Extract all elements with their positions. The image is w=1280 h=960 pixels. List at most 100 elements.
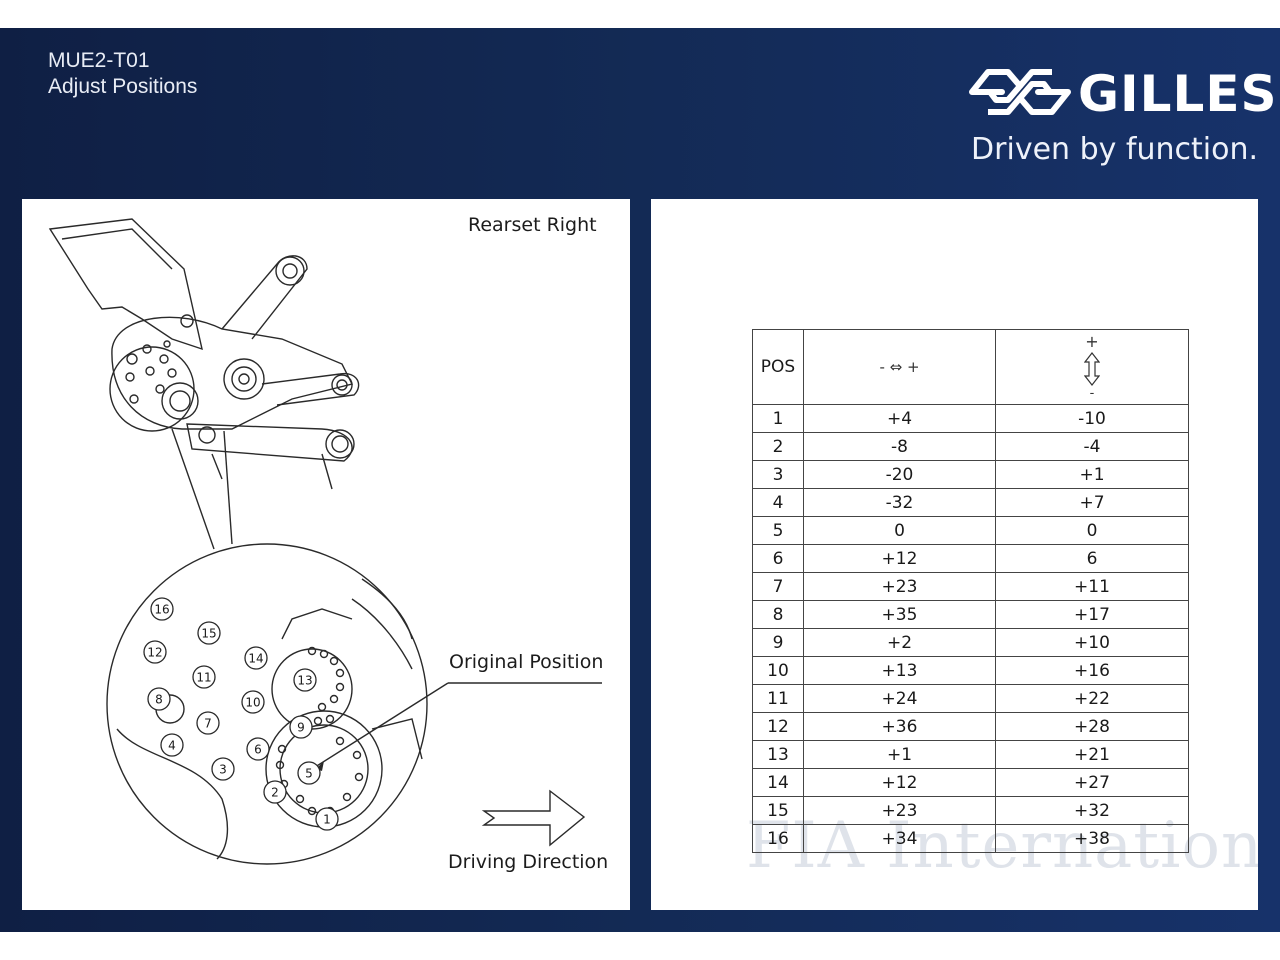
position-marker [143,640,167,664]
positions-table-panel: FIA International POS - ⇔ + + - [651,199,1258,910]
header-horizontal: - ⇔ + [803,329,996,405]
cell-horizontal: +2 [803,628,996,657]
cell-vertical: -10 [995,404,1189,433]
position-marker [147,687,171,711]
cell-vertical: +1 [995,460,1189,489]
cell-vertical: +22 [995,684,1189,713]
cell-vertical: +11 [995,572,1189,601]
position-marker [297,761,321,785]
cell-pos: 3 [752,460,804,489]
document-sheet: MUE2-T01 Adjust Positions GILLES Driven … [0,28,1280,932]
cell-horizontal: +24 [803,684,996,713]
cell-horizontal: 0 [803,516,996,545]
cell-pos: 15 [752,796,804,825]
cell-vertical: +28 [995,712,1189,741]
header-vertical: + - [995,329,1189,405]
position-number: 2 [271,786,279,800]
cell-horizontal: +12 [803,544,996,573]
cell-horizontal: +23 [803,572,996,601]
cell-horizontal: -20 [803,460,996,489]
cell-pos: 11 [752,684,804,713]
table-row: 14+12+27 [752,768,1189,797]
cell-vertical: +32 [995,796,1189,825]
table-row: 7+23+11 [752,572,1189,601]
cell-pos: 1 [752,404,804,433]
table-row: 1+4-10 [752,404,1189,433]
doc-code: MUE2-T01 [48,49,150,72]
cell-vertical: +10 [995,628,1189,657]
position-number: 16 [154,603,169,617]
cell-pos: 12 [752,712,804,741]
position-number: 9 [297,721,305,735]
position-number: 13 [297,674,312,688]
cell-horizontal: +23 [803,796,996,825]
cell-vertical: 0 [995,516,1189,545]
cell-vertical: +38 [995,824,1189,853]
rearset-diagram-panel: Rearset Right [22,199,630,910]
table-row: 8+35+17 [752,600,1189,629]
position-marker [196,711,220,735]
original-position-label: Original Position [449,651,604,673]
table-header-row: POS - ⇔ + + - [752,329,1189,405]
cell-horizontal: +4 [803,404,996,433]
cell-pos: 13 [752,740,804,769]
table-row: 10+13+16 [752,656,1189,685]
cell-pos: 16 [752,824,804,853]
position-number: 5 [305,767,313,781]
cell-pos: 5 [752,516,804,545]
cell-horizontal: +1 [803,740,996,769]
position-number: 14 [248,652,263,666]
cell-horizontal: +35 [803,600,996,629]
cell-pos: 6 [752,544,804,573]
position-marker [160,733,184,757]
position-number: 3 [219,763,227,777]
position-number: 1 [323,813,331,827]
table-row: 16+34+38 [752,824,1189,853]
position-marker [293,668,317,692]
cell-horizontal: +13 [803,656,996,685]
table-row: 2-8-4 [752,432,1189,461]
brand-block: GILLES Driven by function. [968,62,1277,172]
table-row: 9+2+10 [752,628,1189,657]
position-marker [197,621,221,645]
cell-pos: 7 [752,572,804,601]
rearset-drawing [48,218,602,865]
position-number: 11 [196,671,211,685]
position-number: 7 [204,717,212,731]
cell-vertical: +7 [995,488,1189,517]
cell-vertical: +17 [995,600,1189,629]
cell-pos: 4 [752,488,804,517]
position-number: 10 [245,696,260,710]
position-marker [244,646,268,670]
table-row: 13+1+21 [752,740,1189,769]
brand-name: GILLES [1078,65,1278,123]
table-row: 12+36+28 [752,712,1189,741]
horizontal-adjust-icon: - ⇔ + [879,358,920,376]
diagram-title: Rearset Right [468,214,597,236]
position-marker [241,690,265,714]
position-number: 15 [201,627,216,641]
cell-pos: 10 [752,656,804,685]
cell-horizontal: -8 [803,432,996,461]
table-row: 15+23+32 [752,796,1189,825]
vertical-plus: + [1085,332,1099,351]
cell-vertical: 6 [995,544,1189,573]
cell-pos: 14 [752,768,804,797]
doc-title: Adjust Positions [48,75,198,98]
table-row: 3-20+1 [752,460,1189,489]
cell-horizontal: +34 [803,824,996,853]
cell-horizontal: -32 [803,488,996,517]
cell-pos: 2 [752,432,804,461]
cell-vertical: +16 [995,656,1189,685]
header-pos: POS [752,329,804,405]
position-number: 12 [147,646,162,660]
gilles-logo-icon [969,69,1071,115]
table-row: 4-32+7 [752,488,1189,517]
table-row: 11+24+22 [752,684,1189,713]
position-marker [192,665,216,689]
position-marker [289,715,313,739]
